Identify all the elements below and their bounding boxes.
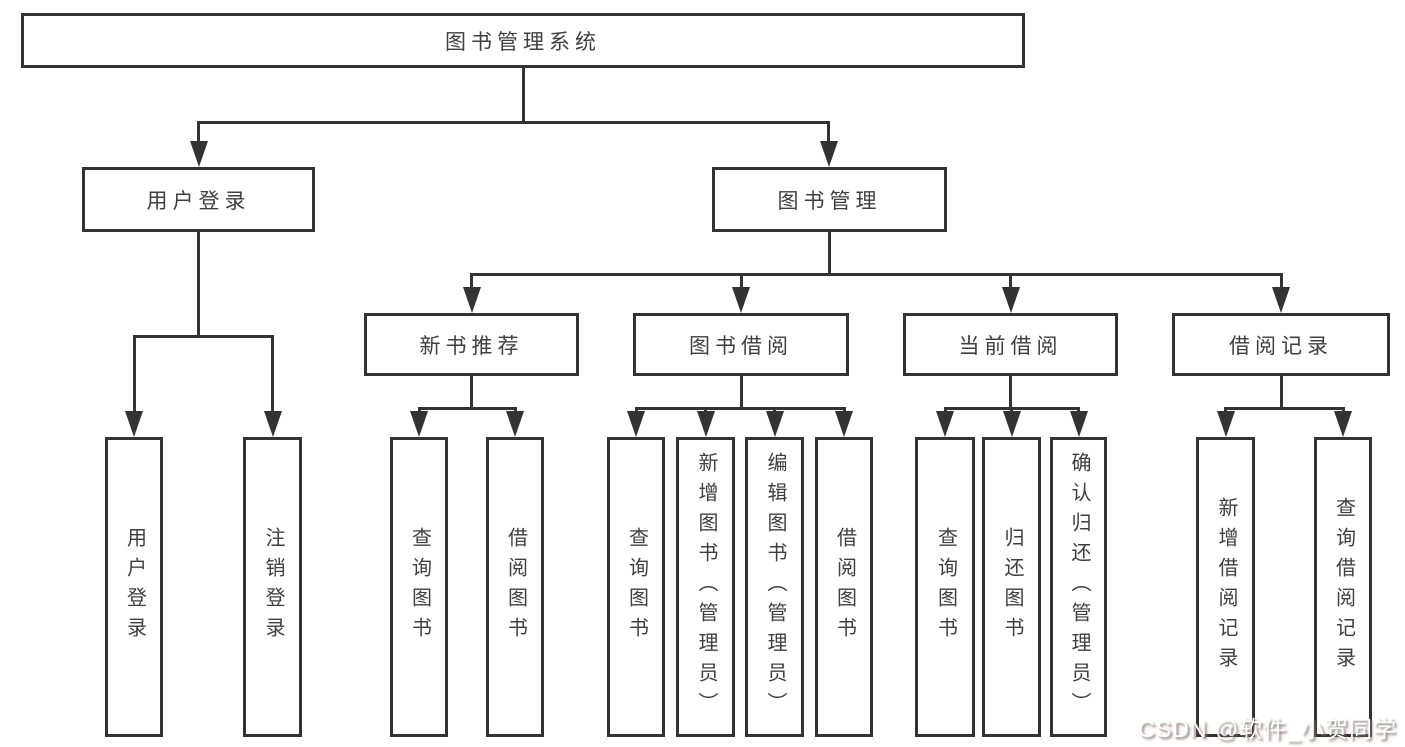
arrowhead [1002, 411, 1021, 437]
connector-borrow-records-stem [1279, 376, 1283, 410]
leaf-confirm-return-admin: 确认归还（管理员） [1050, 437, 1107, 737]
leaf-add-book-admin: 新增图书（管理员） [676, 437, 735, 737]
node-library-management-system: 图书管理系统 [21, 13, 1025, 68]
node-label: 查询图书 [408, 527, 431, 647]
node-label: 查询图书 [625, 527, 648, 647]
connector-drop-book-management [827, 121, 830, 149]
node-label: 新书推荐 [419, 334, 524, 358]
node-label: 注销登录 [262, 527, 284, 647]
connector-drop-leaf-user-login [132, 335, 136, 415]
leaf-edit-book-admin: 编辑图书（管理员） [745, 437, 804, 737]
node-current-borrow: 当前借阅 [903, 313, 1118, 376]
node-label: 用户登录 [146, 189, 251, 213]
leaf-user-login: 用户登录 [105, 437, 163, 737]
arrowhead-current-borrow [1001, 287, 1020, 313]
node-new-book-recommend: 新书推荐 [364, 313, 579, 376]
connector-book-management-stem [827, 232, 831, 276]
node-label: 图书管理系统 [445, 30, 601, 54]
node-label: 查询借阅记录 [1332, 497, 1355, 677]
leaf-borrow-books-recommend: 借阅图书 [486, 437, 544, 737]
node-label: 当前借阅 [958, 334, 1063, 358]
leaf-return-book: 归还图书 [982, 437, 1041, 737]
arrowhead [410, 411, 428, 437]
arrowhead [506, 411, 524, 437]
node-label: 查询图书 [934, 527, 957, 647]
connector-drop-leaf-logout [271, 335, 274, 415]
arrowhead-new-book [462, 287, 481, 313]
leaf-query-borrow-record: 查询借阅记录 [1314, 437, 1372, 737]
leaf-query-books-borrow: 查询图书 [607, 437, 665, 737]
node-book-borrow: 图书借阅 [633, 313, 849, 376]
arrowhead-leaf-logout [263, 411, 282, 437]
arrowhead [627, 411, 645, 437]
connector-book-management-rail [470, 273, 1281, 276]
node-borrow-records: 借阅记录 [1172, 313, 1390, 376]
connector-new-book-stem [470, 376, 473, 410]
arrowhead [1069, 411, 1088, 437]
arrowhead [765, 411, 784, 437]
arrowhead [696, 411, 715, 437]
connector-current-borrow-stem [1009, 376, 1012, 410]
connector-root-stem [521, 68, 525, 124]
node-label: 新增借阅记录 [1215, 497, 1237, 677]
connector-user-login-stem [197, 232, 200, 338]
connector-new-book-rail [417, 407, 517, 410]
arrowhead-borrow-records [1272, 287, 1290, 313]
arrowhead-book-borrow [732, 287, 750, 313]
arrowhead [1216, 411, 1235, 437]
node-label: 归还图书 [1001, 527, 1023, 647]
leaf-query-books-recommend: 查询图书 [390, 437, 448, 737]
leaf-borrow-books: 借阅图书 [815, 437, 873, 737]
node-label: 借阅记录 [1229, 334, 1333, 358]
arrowhead-user-login [189, 141, 208, 167]
arrowhead [936, 411, 954, 437]
node-label: 图书管理 [777, 189, 882, 213]
csdn-watermark: CSDN @软件_小贺同学 [1138, 716, 1397, 742]
arrowhead [835, 411, 853, 437]
connector-borrow-records-rail [1224, 407, 1344, 410]
node-label: 新增图书（管理员） [695, 452, 717, 722]
node-label: 用户登录 [123, 527, 146, 647]
connector-drop-user-login [197, 121, 200, 149]
node-label: 确认归还（管理员） [1068, 452, 1090, 722]
arrowhead [1334, 411, 1352, 437]
connector-drop-current-borrow [1009, 273, 1012, 293]
leaf-logout: 注销登录 [243, 437, 302, 737]
node-user-login: 用户登录 [82, 167, 315, 232]
connector-drop-book-borrow [739, 273, 743, 293]
node-book-management: 图书管理 [712, 167, 947, 232]
connector-user-login-rail [132, 335, 273, 338]
arrowhead-book-management [819, 141, 838, 167]
connector-book-borrow-rail [634, 407, 846, 410]
arrowhead-leaf-user-login [125, 411, 143, 437]
node-label: 图书借阅 [689, 334, 793, 358]
node-label: 借阅图书 [504, 527, 527, 647]
connector-drop-new-book [470, 273, 473, 293]
leaf-query-books-current: 查询图书 [915, 437, 975, 737]
connector-book-borrow-stem [739, 376, 743, 410]
leaf-add-borrow-record: 新增借阅记录 [1196, 437, 1255, 737]
connector-root-rail [197, 121, 830, 124]
node-label: 编辑图书（管理员） [764, 452, 786, 722]
node-label: 借阅图书 [833, 527, 856, 647]
connector-drop-borrow-records [1279, 273, 1283, 293]
